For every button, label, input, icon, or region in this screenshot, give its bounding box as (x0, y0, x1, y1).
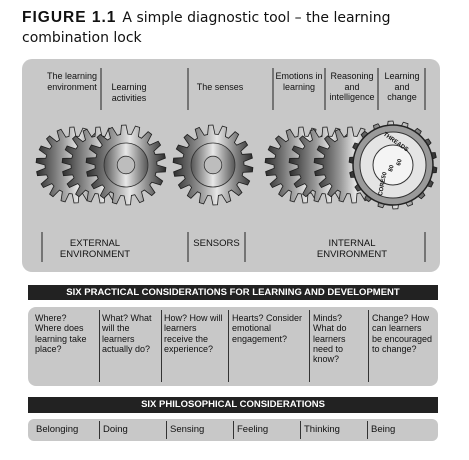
dial-core-label: CORE (378, 178, 387, 196)
label-internal-environment: INTERNAL ENVIRONMENT (316, 238, 388, 260)
philosophical-sensing: Sensing (170, 424, 205, 435)
practical-divider-3 (228, 310, 229, 382)
practical-heading: SIX PRACTICAL CONSIDERATIONS FOR LEARNIN… (28, 285, 438, 300)
practical-what: What? What will the learners actually do… (102, 313, 152, 354)
philosophical-being: Being (371, 424, 396, 435)
figure-number: FIGURE 1.1 (22, 9, 117, 26)
label-the-senses: The senses (196, 82, 244, 92)
philosophical-divider-4 (300, 421, 301, 439)
practical-divider-1 (99, 310, 100, 382)
label-emotions-in-learning: Emotions in learning (275, 71, 323, 92)
dial-number-2: 80 (388, 164, 396, 173)
dial-number-3: 50 (381, 171, 389, 180)
practical-change: Change? How can learners be encouraged t… (372, 313, 433, 354)
philosophical-divider-1 (99, 421, 100, 439)
philosophical-divider-3 (233, 421, 234, 439)
combination-dial (352, 124, 434, 206)
practical-hearts: Hearts? Consider emotional engagement? (232, 313, 303, 344)
practical-divider-4 (309, 310, 310, 382)
figure-title: A simple diagnostic tool – the learning … (22, 10, 391, 46)
philosophical-divider-5 (367, 421, 368, 439)
label-learning-activities: Learning activities (111, 82, 147, 103)
practical-divider-2 (161, 310, 162, 382)
philosophical-feeling: Feeling (237, 424, 269, 435)
label-external-environment: EXTERNAL ENVIRONMENT (59, 238, 131, 260)
label-learning-change: Learning and change (384, 71, 420, 102)
philosophical-heading: SIX PHILOSOPHICAL CONSIDERATIONS (28, 397, 438, 413)
gear-sensors-axle (203, 155, 223, 175)
practical-divider-5 (368, 310, 369, 382)
label-sensors: SENSORS (193, 238, 240, 249)
practical-how: How? How will learners receive the exper… (164, 313, 223, 354)
practical-strip (28, 307, 438, 386)
dial-number-1: 60 (396, 158, 404, 167)
philosophical-divider-2 (166, 421, 167, 439)
practical-where: Where? Where does learning take place? (35, 313, 87, 354)
philosophical-doing: Doing (103, 424, 128, 435)
label-reasoning-intelligence: Reasoning and intelligence (329, 71, 375, 102)
gear-external-front-axle (116, 155, 136, 175)
philosophical-belonging: Belonging (36, 424, 79, 435)
philosophical-thinking: Thinking (304, 424, 340, 435)
practical-minds: Minds? What do learners need to know? (313, 313, 347, 365)
label-learning-environment: The learning environment (46, 71, 98, 92)
